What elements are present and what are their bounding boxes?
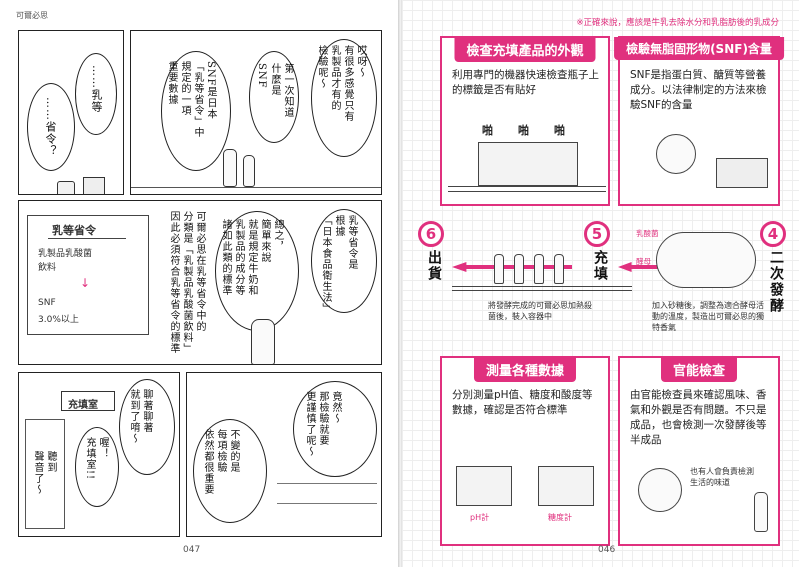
character-bottle (754, 492, 768, 532)
right-page: ※正確來說，應該是牛乳去除水分和乳脂肪後的乳成分 檢查充填產品的外觀 利用專門的… (402, 0, 799, 567)
info-box-measure: 測量各種數據 分別測量pH值、糖度和酸度等數據，確認是否符合標準 pH計 糖度計 (440, 356, 610, 546)
box-body: SNF是指蛋白質、醣質等營養成分。以法律制定的方法來檢驗SNF的含量 (630, 69, 767, 111)
sound-effect: 啪 (518, 124, 529, 137)
lab-equipment (716, 158, 768, 188)
character-carton (83, 177, 105, 194)
box-body: 分別測量pH值、糖度和酸度等數據，確認是否符合標準 (452, 389, 593, 416)
speech-text: 聊著聊著 就到了唷～ (128, 389, 152, 444)
speech-bubble (193, 419, 267, 523)
fermentation-tank (656, 232, 756, 288)
step-badge-5: 5 (584, 221, 610, 247)
flow-arrow (452, 262, 572, 272)
box-title: 檢驗無脂固形物(SNF)含量 (614, 37, 784, 60)
conveyor-belt (452, 286, 632, 291)
step-badge-4: 4 (760, 221, 786, 247)
step-badge-6: 6 (418, 221, 444, 247)
lactic-bacteria-tag: 乳酸菌 (636, 229, 659, 238)
taster-figure (638, 468, 682, 512)
label-sugar-meter: 糖度計 (548, 513, 572, 522)
speech-bubble (215, 211, 299, 331)
ph-meter (456, 466, 512, 506)
floor-line (131, 187, 381, 188)
speech-text: 第一次知道 什麼是 SNF (256, 63, 293, 118)
speech-bubble (27, 83, 75, 171)
speech-text: 聽到 聲音了～ (32, 451, 56, 495)
info-box-appearance: 檢查充填產品的外觀 利用專門的機器快速檢查瓶子上的標籤是否有貼好 啪 啪 啪 (440, 36, 610, 206)
speech-bubble (311, 39, 377, 157)
bottle (514, 254, 524, 284)
bottle (534, 254, 544, 284)
speech-text: 乳等省令是 根據 「日本食品衛生法」 (320, 215, 357, 314)
character-bottle (243, 155, 255, 187)
card-line: 3.0%以上 (38, 315, 79, 325)
sound-effect: 啪 (482, 124, 493, 137)
speech-text: SNF是日本 「乳等省令」中 規定的一項 重要數據 (166, 61, 216, 138)
room-sign-label: 充填室 (68, 400, 98, 411)
panel-1: ……乳等 ……省令？ (18, 30, 124, 195)
conveyor (448, 186, 606, 192)
speech-text: 竟然～ 那檢驗就要 更謹慎了呢～ (304, 391, 341, 457)
bottle (494, 254, 504, 284)
character-bottle (57, 181, 75, 194)
inspection-machine (478, 142, 578, 186)
character-bottle (251, 319, 275, 364)
card-line: 乳製品乳酸菌 (38, 249, 93, 259)
step-label-ferment: 二次發酵 (768, 250, 784, 314)
speech-text: 喔！ 充填室!! (84, 437, 108, 481)
pipe-line (277, 483, 377, 484)
box-title: 檢查充填產品的外觀 (454, 37, 596, 62)
arrow-down-icon: ↓ (80, 276, 91, 290)
panel-3: 乳等省令是 根據 「日本食品衛生法」 總之， 簡單來說 就是規定牛奶和 乳製品的… (18, 200, 382, 365)
character-bottle (223, 149, 237, 187)
box-title: 官能檢查 (660, 357, 738, 382)
box-title: 測量各種數據 (473, 357, 577, 382)
panel-2: 哎呀～ 有很多感覺只有 乳製品才有的 檢驗呢～ 第一次知道 什麼是 SNF SN… (130, 30, 382, 195)
card-underline (48, 238, 126, 239)
running-head: 可爾必思 (16, 11, 48, 20)
panel-5: 竟然～ 那檢驗就要 更謹慎了呢～ 不變的是 每項檢驗 依然都很重要 (186, 372, 382, 537)
speech-text: 不變的是 每項檢驗 依然都很重要 (202, 429, 239, 495)
panel-4: 充填室 聊著聊著 就到了唷～ 喔！ 充填室!! 聽到 聲音了～ (18, 372, 180, 537)
page-number: 046 (598, 545, 616, 555)
card-line: 飲料 (38, 263, 57, 273)
step-label-fill: 充填 (592, 250, 608, 282)
left-page: 可爾必思 ……乳等 ……省令？ 哎呀～ 有很多感覺只有 乳製品才有的 檢驗呢～ … (0, 0, 398, 567)
speech-bubble (249, 51, 299, 143)
speech-bubble (75, 53, 117, 135)
book-gutter (398, 0, 402, 567)
speech-bubble (293, 381, 377, 477)
footnote: ※正確來說，應該是牛乳去除水分和乳脂肪後的乳成分 (576, 18, 779, 28)
handwritten-note: 也有人會負責檢測 生活的味道 (690, 467, 754, 487)
sugar-meter (538, 466, 594, 506)
bottle (554, 254, 564, 284)
info-box-sensory: 官能檢查 由官能檢查員來確認風味、香氣和外觀是否有問題。不只是成品，也會檢測一次… (618, 356, 780, 546)
speech-bubble (119, 379, 175, 475)
info-box-snf: 檢驗無脂固形物(SNF)含量 SNF是指蛋白質、醣質等營養成分。以法律制定的方法… (614, 36, 784, 206)
page-number: 047 (183, 545, 201, 555)
door (25, 419, 65, 529)
narration-text: 可爾必思在乳等省令中的 分類是「乳製品乳酸菌飲料」 因此必須符合乳等省令的標準 (168, 211, 205, 354)
caption-filling: 將發酵完成的可爾必思加熱殺菌後，裝入容器中 (488, 301, 592, 321)
speech-text: ……省令？ (44, 97, 57, 157)
speech-bubble (161, 51, 231, 171)
speech-bubble (311, 209, 377, 313)
speech-text: ……乳等 (90, 65, 103, 113)
step-label-ship: 出貨 (426, 250, 442, 282)
box-body: 利用專門的機器快速檢查瓶子上的標籤是否有貼好 (452, 69, 599, 96)
regulation-card: 乳等省令 乳製品乳酸菌 飲料 ↓ SNF 3.0%以上 (27, 215, 149, 335)
box-body: 由官能檢查員來確認風味、香氣和外觀是否有問題。不只是成品，也會檢測一次發酵後等半… (630, 389, 767, 446)
card-title: 乳等省令 (52, 224, 96, 237)
inspector-figure (656, 134, 696, 174)
card-line: SNF (38, 298, 56, 308)
speech-bubble (75, 427, 119, 507)
label-ph-meter: pH計 (470, 513, 490, 522)
pipe-line (277, 503, 377, 504)
speech-text: 哎呀～ 有很多感覺只有 乳製品才有的 檢驗呢～ (316, 45, 366, 122)
speech-text: 總之， 簡單來說 就是規定牛奶和 乳製品的成分等 諸如此類的標準 (220, 219, 283, 296)
yeast-tag: 酵母 (636, 257, 651, 266)
room-sign: 充填室 (61, 391, 115, 411)
caption-fermentation: 加入砂糖後，調整為適合酵母活動的溫度，製造出可爾必思的獨特香氣 (652, 301, 764, 332)
sound-effect: 啪 (554, 124, 565, 137)
